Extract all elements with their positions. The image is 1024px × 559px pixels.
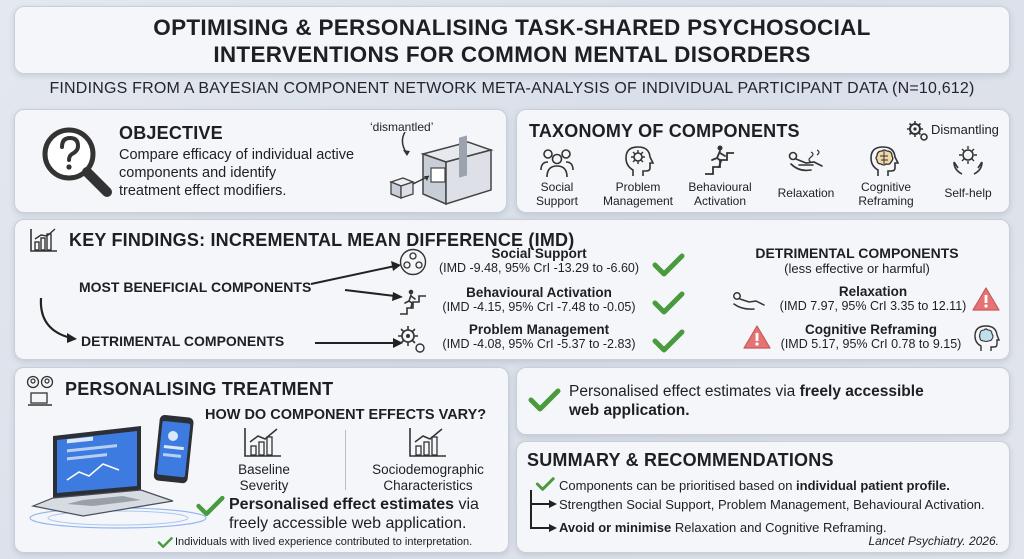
- social-support-icon: [399, 248, 427, 276]
- web-app-text: Personalised effect estimates via: [569, 383, 800, 400]
- trend-chart-icon: [244, 428, 281, 457]
- users-laptop-icon: [26, 375, 54, 406]
- social-support-name: Social Support: [491, 246, 587, 261]
- web-app-panel: Personalised effect estimates via freely…: [516, 367, 1010, 435]
- detrimental-subheading: (less effective or harmful): [784, 261, 930, 276]
- component-cognitive-1: Cognitive: [860, 180, 912, 194]
- modifier-baseline-1: Baseline: [238, 462, 290, 477]
- magnifier-question-icon: [42, 127, 112, 197]
- component-ba-1: Behavioural: [688, 180, 752, 194]
- flow-arrows: [39, 261, 403, 348]
- branch-arrows: [530, 490, 557, 532]
- modifier-sociodemographic-1: Sociodemographic: [372, 462, 484, 477]
- brain-icon: [870, 146, 900, 176]
- citation: Lancet Psychiatry. 2026.: [868, 534, 999, 548]
- divider: [345, 430, 346, 490]
- title-line-1: OPTIMISING & PERSONALISING TASK-SHARED P…: [153, 15, 871, 40]
- check-icon: [196, 495, 225, 517]
- check-icon: [528, 388, 561, 412]
- check-icon: [652, 291, 685, 315]
- personalising-heading: PERSONALISING TREATMENT: [65, 379, 334, 399]
- relaxation-name: Relaxation: [838, 284, 908, 299]
- people-icon: [540, 149, 574, 178]
- component-ba-2: Activation: [693, 194, 747, 208]
- hands-gear-icon: [953, 146, 983, 175]
- trend-chart-icon: [409, 428, 446, 457]
- modifier-sociodemographic-2: Characteristics: [383, 478, 473, 493]
- summary-panel: SUMMARY & RECOMMENDATIONS Components can…: [516, 441, 1010, 553]
- relax-icon: [788, 149, 823, 172]
- objective-heading: OBJECTIVE: [119, 123, 223, 143]
- modifier-baseline-2: Severity: [239, 478, 289, 493]
- subtitle: FINDINGS FROM A BAYESIAN COMPONENT NETWO…: [49, 80, 975, 97]
- taxonomy-heading: TAXONOMY OF COMPONENTS: [529, 121, 800, 141]
- dismantling-label: Dismantling: [931, 122, 999, 137]
- objective-text-3: treatment effect modifiers.: [119, 183, 287, 199]
- component-cognitive-2: Reframing: [858, 194, 914, 208]
- detrimental-heading: DETRIMENTAL COMPONENTS: [755, 245, 959, 261]
- summary-item-1: Components can be prioritised based on: [559, 478, 797, 493]
- component-problem-2: Management: [602, 194, 674, 208]
- objective-panel: OBJECTIVE Compare efficacy of individual…: [14, 109, 507, 213]
- summary-item-2: Strengthen Social Support, Problem Manag…: [559, 497, 985, 512]
- component-social-2: Support: [535, 194, 579, 208]
- check-icon: [157, 537, 173, 548]
- title-banner: OPTIMISING & PERSONALISING TASK-SHARED P…: [14, 6, 1010, 74]
- behavioural-activation-icon: [400, 289, 426, 315]
- cognitive-reframing-name: Cognitive Reframing: [804, 322, 937, 337]
- component-social-1: Social: [540, 180, 574, 194]
- relaxation-stat: (IMD 7.97, 95% CrI 3.35 to 12.11): [779, 299, 967, 313]
- web-app-line-2: web application.: [569, 402, 690, 419]
- objective-text-1: Compare efficacy of individual active: [119, 147, 355, 163]
- objective-text-2: components and identify: [119, 165, 277, 181]
- estimates-rest: via: [454, 496, 479, 513]
- stairs-icon: [705, 145, 734, 175]
- component-problem-1: Problem: [615, 180, 661, 194]
- dismantled-label: ‘dismantled’: [370, 120, 434, 134]
- summary-heading: SUMMARY & RECOMMENDATIONS: [527, 450, 834, 470]
- warning-icon: [743, 325, 771, 349]
- check-icon: [652, 329, 685, 353]
- summary-item-1-bold: individual patient profile.: [796, 478, 950, 493]
- lived-experience-note: Individuals with lived experience contri…: [175, 536, 473, 548]
- social-support-stat: (IMD -9.48, 95% CrI -13.29 to -6.60): [438, 261, 640, 275]
- check-icon: [652, 253, 685, 277]
- web-app-bold: freely accessible: [799, 383, 924, 400]
- most-beneficial-label: MOST BENEFICIAL COMPONENTS: [79, 279, 312, 295]
- summary-item-3-bold: Avoid or minimise: [559, 520, 672, 535]
- problem-management-name: Problem Management: [468, 322, 610, 337]
- behavioural-activation-name: Behavioural Activation: [466, 285, 612, 300]
- problem-management-icon: [398, 326, 425, 353]
- behavioural-activation-stat: (IMD -4.15, 95% CrI -7.48 to -0.05): [442, 300, 636, 314]
- key-findings-panel: KEY FINDINGS: INCREMENTAL MEAN DIFFERENC…: [14, 219, 1010, 360]
- bar-chart-icon: [30, 228, 57, 252]
- component-relaxation: Relaxation: [777, 186, 835, 200]
- cognitive-head-icon: [974, 325, 1001, 351]
- key-findings-heading: KEY FINDINGS: INCREMENTAL MEAN DIFFERENC…: [69, 230, 575, 250]
- estimates-line-2: freely accessible web application.: [229, 515, 467, 532]
- summary-item-3: Relaxation and Cognitive Reframing.: [671, 520, 887, 535]
- check-icon: [535, 477, 555, 491]
- personalising-panel: PERSONALISING TREATMENT HOW DO COMPONENT…: [14, 367, 509, 553]
- title-line-2: INTERVENTIONS FOR COMMON MENTAL DISORDER…: [213, 42, 811, 67]
- laptop-phone-illustration: [29, 414, 207, 529]
- warning-icon: [972, 287, 1000, 311]
- estimates-bold: Personalised effect estimates: [229, 496, 454, 513]
- variation-question: HOW DO COMPONENT EFFECTS VARY?: [205, 407, 487, 423]
- relaxation-icon: [733, 292, 765, 310]
- cognitive-reframing-stat: (IMD 5.17, 95% CrI 0.78 to 9.15): [780, 337, 962, 351]
- detrimental-label: DETRIMENTAL COMPONENTS: [81, 333, 285, 349]
- head-gear-icon: [625, 146, 655, 176]
- taxonomy-panel: TAXONOMY OF COMPONENTS Dismantling: [516, 109, 1010, 213]
- gears-icon: [907, 121, 928, 141]
- dismantled-box-icon: [389, 132, 494, 206]
- component-selfhelp: Self-help: [944, 186, 992, 200]
- problem-management-stat: (IMD -4.08, 95% CrI -5.37 to -2.83): [442, 337, 636, 351]
